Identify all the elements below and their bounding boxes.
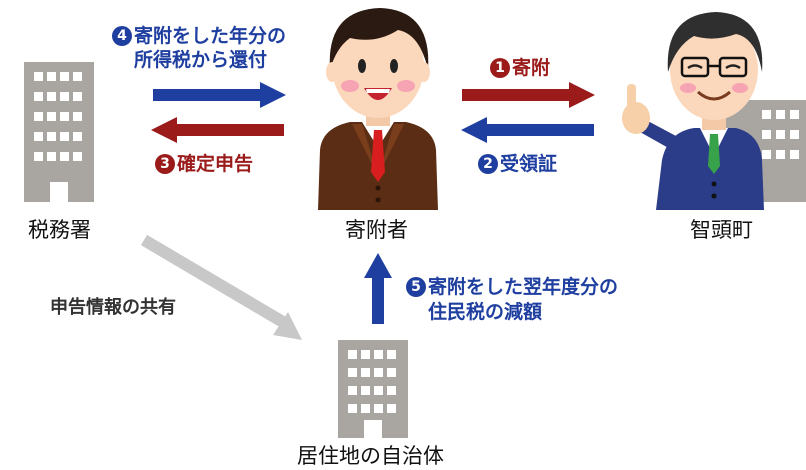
step-number-5: 5 (406, 277, 426, 297)
receipt-text: 受領証 (500, 153, 558, 175)
entity-town: 智頭町 (690, 218, 753, 242)
arrow-tax-return-icon (151, 117, 284, 143)
arrow-receipt-icon (461, 117, 594, 143)
tax-return-text: 確定申告 (177, 153, 254, 175)
resident-tax-line-1: 寄附をした翌年度分の (428, 276, 619, 298)
arrow-resident-tax-icon (364, 253, 392, 324)
refund-line-1: 寄附をした年分の (134, 25, 287, 47)
step-number-3: 3 (155, 154, 175, 174)
municipality-building-icon (338, 340, 408, 438)
step-number-1: 1 (490, 58, 510, 78)
step-number-4: 4 (112, 26, 132, 46)
tax-office-building-icon (24, 62, 94, 202)
arrow-donation-icon (462, 82, 595, 108)
step-number-2: 2 (478, 154, 498, 174)
entity-donor: 寄附者 (345, 218, 408, 242)
mayor-person-icon (622, 12, 764, 210)
entity-municipality: 居住地の自治体 (297, 444, 444, 468)
arrow-refund-icon (153, 82, 286, 108)
entity-tax-office: 税務署 (28, 218, 91, 242)
label-info-sharing: 申告情報の共有 (50, 297, 176, 318)
donation-text: 寄附 (512, 57, 551, 79)
resident-tax-line-2: 住民税の減額 (428, 301, 543, 323)
donor-person-icon (318, 8, 438, 210)
refund-line-2: 所得税から還付 (134, 49, 268, 71)
arrow-info-sharing-icon (140, 234, 302, 340)
